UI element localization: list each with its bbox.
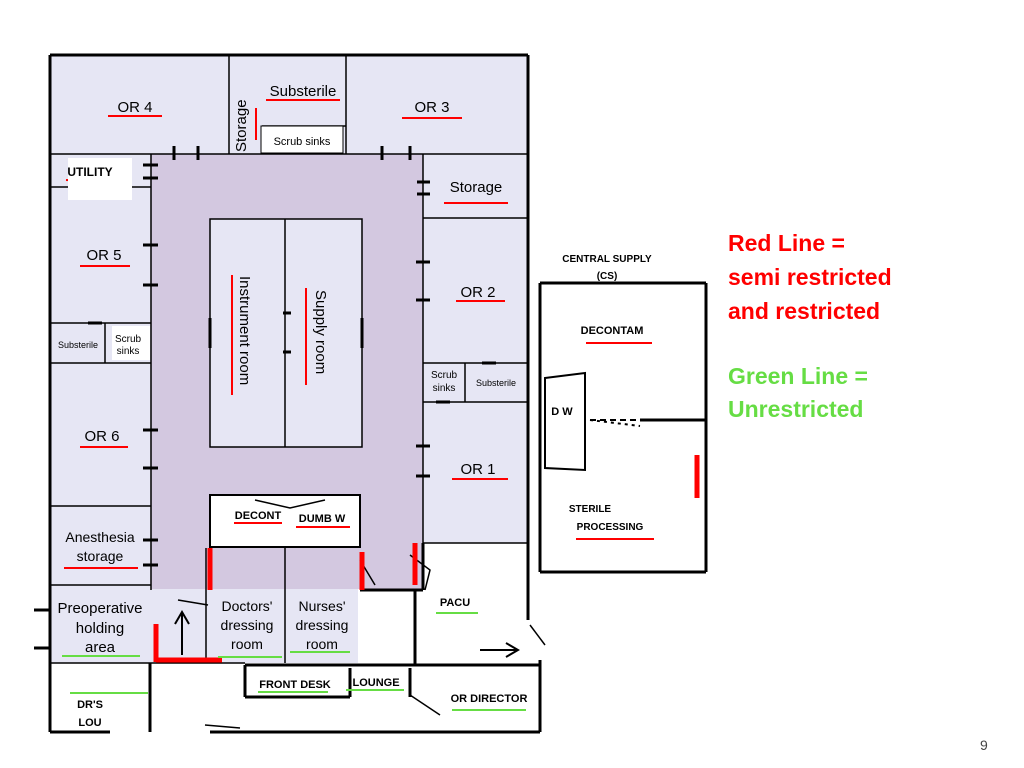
anesthesia-line2: storage bbox=[77, 548, 124, 564]
sterile-line1: STERILE bbox=[569, 504, 612, 515]
instrument-room-label: Instrument room bbox=[236, 276, 253, 385]
substerile-left-label: Substerile bbox=[58, 340, 98, 350]
outer-walls bbox=[48, 53, 542, 734]
instrument-supply-block bbox=[209, 218, 363, 448]
anesthesia-line1: Anesthesia bbox=[65, 529, 134, 545]
utility-label: UTILITY bbox=[67, 165, 112, 179]
door-marks bbox=[34, 146, 496, 650]
restricted-lines bbox=[153, 455, 700, 663]
doctors-line3: room bbox=[231, 636, 263, 652]
front-desk-label: FRONT DESK bbox=[259, 679, 331, 691]
lounge-label: LOUNGE bbox=[352, 677, 399, 689]
legend-red-line3: and restricted bbox=[728, 298, 881, 324]
substerile-right-label: Substerile bbox=[476, 378, 516, 388]
supply-room-label: Supply room bbox=[312, 290, 329, 374]
or1-label: OR 1 bbox=[460, 461, 495, 478]
dw-label: D W bbox=[551, 406, 573, 418]
green-underlines bbox=[62, 612, 526, 711]
doctors-line1: Doctors' bbox=[222, 598, 273, 614]
scrub-sinks-right-line2: sinks bbox=[433, 383, 456, 394]
preop-line1: Preoperative bbox=[57, 600, 142, 617]
decont-label: DECONT bbox=[235, 510, 282, 522]
dumb-w-label: DUMB W bbox=[299, 513, 346, 525]
nurses-line2: dressing bbox=[296, 617, 349, 633]
pacu-label: PACU bbox=[440, 597, 470, 609]
or3-label: OR 3 bbox=[414, 99, 449, 116]
or6-label: OR 6 bbox=[84, 428, 119, 445]
legend-green-line2: Unrestricted bbox=[728, 396, 864, 422]
preop-line2: holding bbox=[76, 620, 124, 637]
scrub-sinks-right-line1: Scrub bbox=[431, 370, 458, 381]
or2-label: OR 2 bbox=[460, 284, 495, 301]
direction-arrows bbox=[174, 610, 520, 658]
substerile-top-label: Substerile bbox=[270, 83, 337, 100]
legend-red-line2: semi restricted bbox=[728, 264, 892, 290]
decont-dumbw-block bbox=[209, 494, 361, 548]
legend-restricted: Red Line = semi restricted and restricte… bbox=[728, 226, 1008, 328]
or4-label: OR 4 bbox=[117, 99, 152, 116]
or-director-label: OR DIRECTOR bbox=[451, 693, 528, 705]
drs-lounge-line2: LOU bbox=[78, 717, 101, 729]
scrub-sinks-top-label: Scrub sinks bbox=[274, 136, 331, 148]
central-supply-walls bbox=[538, 281, 708, 574]
preop-line3: area bbox=[85, 639, 116, 656]
legend-unrestricted: Green Line = Unrestricted bbox=[728, 360, 1008, 426]
page-number: 9 bbox=[980, 737, 988, 753]
or5-label: OR 5 bbox=[86, 247, 121, 264]
central-supply-line2: (CS) bbox=[597, 271, 618, 282]
scrub-sinks-left-line1: Scrub bbox=[115, 334, 142, 345]
central-supply-line1: CENTRAL SUPPLY bbox=[562, 254, 652, 265]
drs-lounge-line1: DR'S bbox=[77, 699, 103, 711]
legend-red-line1: Red Line = bbox=[728, 230, 845, 256]
storage-vertical-label: Storage bbox=[233, 99, 250, 152]
legend-green-line1: Green Line = bbox=[728, 363, 868, 389]
sterile-line2: PROCESSING bbox=[577, 522, 644, 533]
nurses-line1: Nurses' bbox=[298, 598, 345, 614]
nurses-line3: room bbox=[306, 636, 338, 652]
storage-right-label: Storage bbox=[450, 179, 503, 196]
scrub-sinks-left-line2: sinks bbox=[117, 346, 140, 357]
doctors-line2: dressing bbox=[221, 617, 274, 633]
decontam-label: DECONTAM bbox=[581, 325, 644, 337]
